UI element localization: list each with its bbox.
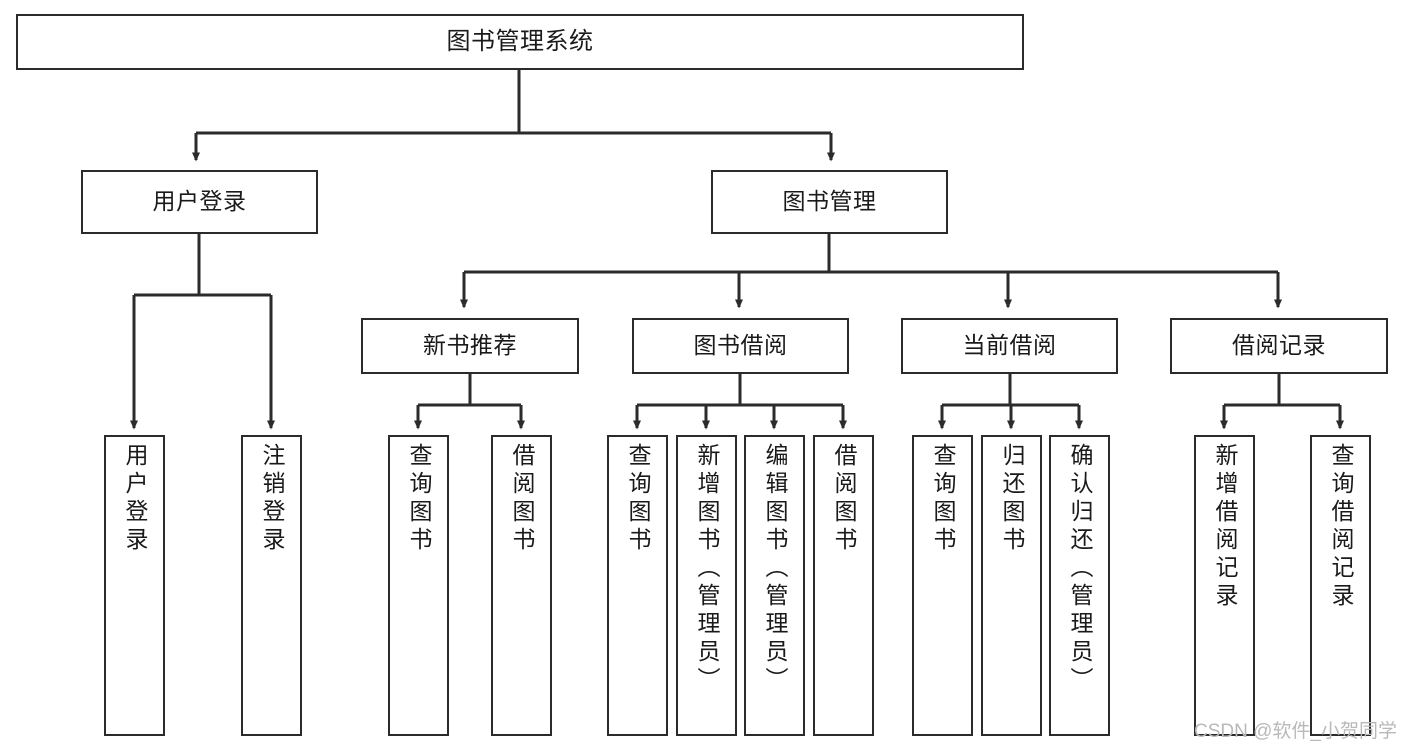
node-leaf-edit-book-label: 编辑图书（管理员） [762, 443, 788, 695]
node-leaf-add-book-label: 新增图书（管理员） [694, 443, 720, 695]
node-leaf-logout-login[interactable]: 注销登录 [241, 435, 302, 736]
node-book-manage-label: 图书管理 [782, 188, 877, 215]
node-new-book-recommend[interactable]: 新书推荐 [361, 318, 579, 374]
node-leaf-add-record[interactable]: 新增借阅记录 [1194, 435, 1255, 736]
node-current-borrow-label: 当前借阅 [962, 332, 1057, 359]
node-borrow-record-label: 借阅记录 [1232, 332, 1326, 359]
node-leaf-borrow-book-1[interactable]: 借阅图书 [491, 435, 552, 736]
node-leaf-add-book[interactable]: 新增图书（管理员） [676, 435, 737, 736]
node-leaf-query-book-3-label: 查询图书 [930, 443, 956, 555]
node-leaf-confirm-return-label: 确认归还（管理员） [1067, 443, 1093, 695]
node-new-book-recommend-label: 新书推荐 [423, 332, 517, 359]
csdn-watermark: CSDN @软件_小贺同学 [1194, 721, 1397, 742]
node-leaf-logout-login-label: 注销登录 [259, 443, 285, 555]
node-leaf-edit-book[interactable]: 编辑图书（管理员） [744, 435, 805, 736]
node-leaf-query-book-1[interactable]: 查询图书 [388, 435, 449, 736]
node-leaf-user-login[interactable]: 用户登录 [104, 435, 165, 736]
node-borrow-record[interactable]: 借阅记录 [1170, 318, 1388, 374]
node-leaf-user-login-label: 用户登录 [122, 443, 148, 555]
node-leaf-return-book-label: 归还图书 [999, 443, 1025, 555]
node-leaf-query-book-1-label: 查询图书 [406, 443, 432, 555]
node-root-label: 图书管理系统 [446, 27, 594, 55]
node-user-login-label: 用户登录 [152, 188, 247, 215]
node-book-borrow-label: 图书借阅 [693, 332, 788, 359]
node-leaf-borrow-book-2-label: 借阅图书 [831, 443, 857, 555]
node-leaf-borrow-book-1-label: 借阅图书 [509, 443, 535, 555]
node-leaf-query-record[interactable]: 查询借阅记录 [1310, 435, 1371, 736]
node-leaf-query-book-2[interactable]: 查询图书 [607, 435, 668, 736]
node-leaf-return-book[interactable]: 归还图书 [981, 435, 1042, 736]
node-root[interactable]: 图书管理系统 [16, 14, 1024, 70]
node-leaf-query-book-2-label: 查询图书 [625, 443, 651, 555]
node-leaf-add-record-label: 新增借阅记录 [1212, 443, 1238, 611]
node-book-manage[interactable]: 图书管理 [711, 170, 948, 234]
node-leaf-query-book-3[interactable]: 查询图书 [912, 435, 973, 736]
node-leaf-confirm-return[interactable]: 确认归还（管理员） [1049, 435, 1110, 736]
node-book-borrow[interactable]: 图书借阅 [632, 318, 849, 374]
node-current-borrow[interactable]: 当前借阅 [901, 318, 1118, 374]
node-leaf-borrow-book-2[interactable]: 借阅图书 [813, 435, 874, 736]
node-user-login[interactable]: 用户登录 [81, 170, 318, 234]
node-leaf-query-record-label: 查询借阅记录 [1328, 443, 1354, 611]
